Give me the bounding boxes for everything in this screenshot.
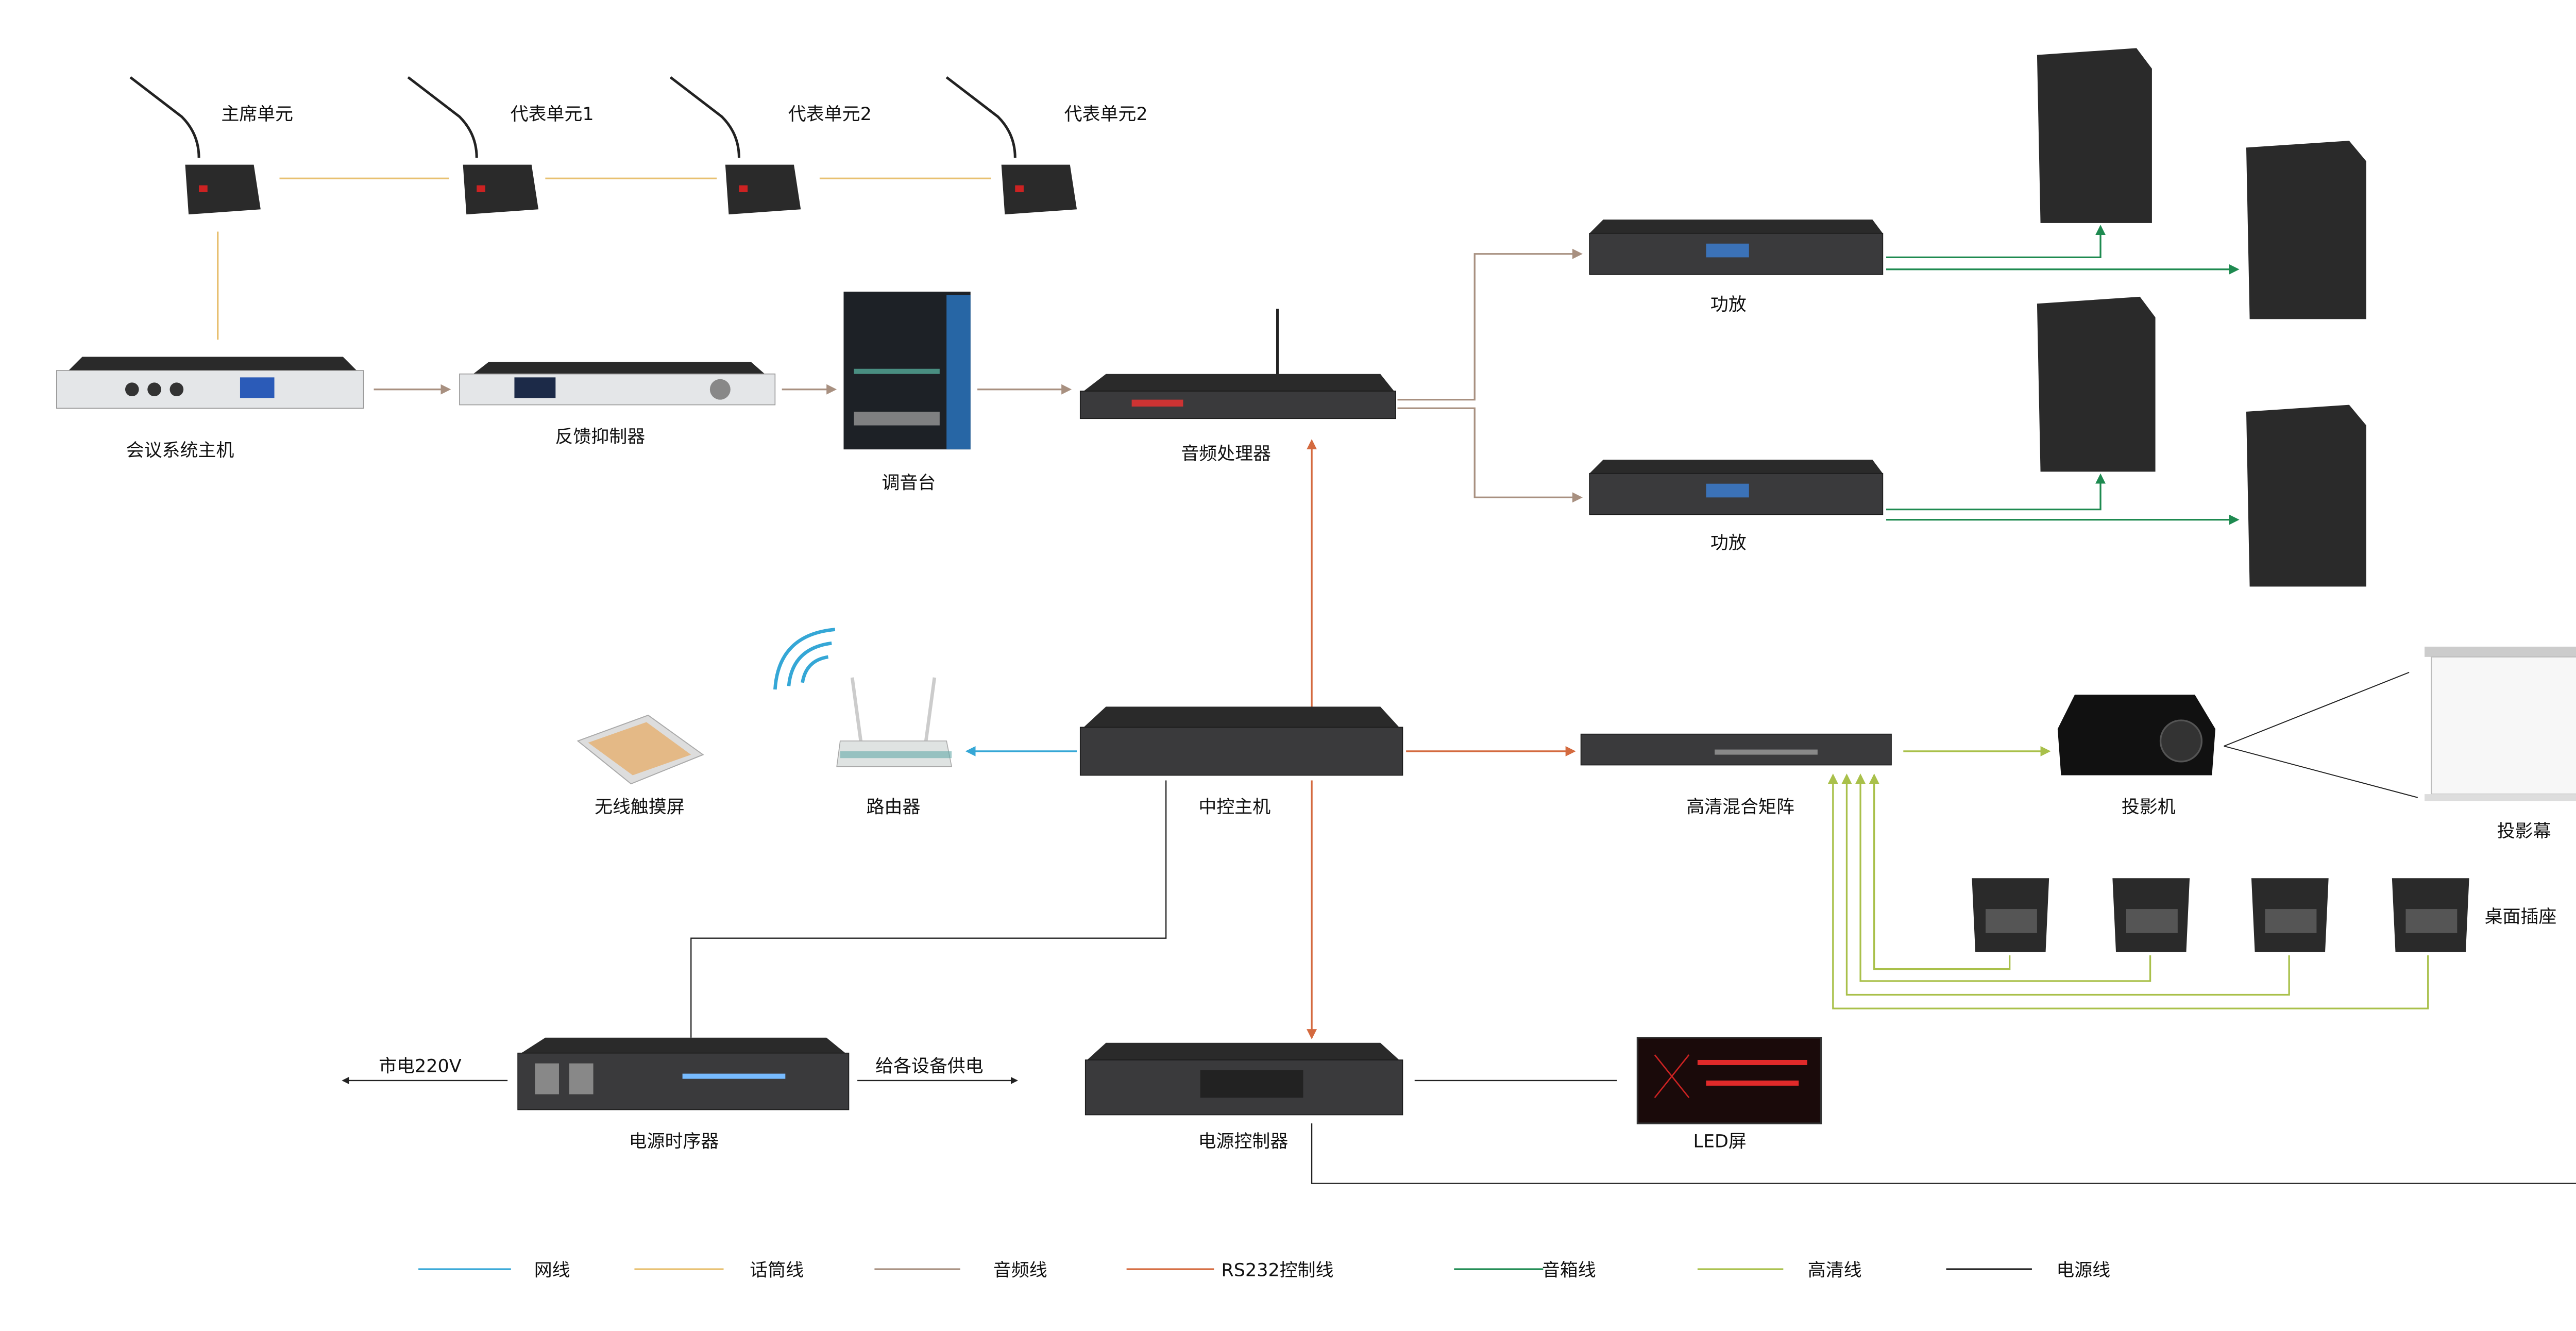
svg-text:音频线: 音频线 <box>993 1260 1047 1281</box>
power-controller[interactable] <box>1084 1042 1403 1116</box>
router[interactable] <box>773 628 953 767</box>
svg-text:电源线: 电源线 <box>2056 1260 2110 1281</box>
svg-text:话筒线: 话筒线 <box>750 1260 804 1281</box>
label-mixer: 调音台 <box>882 473 936 494</box>
label-supply-all: 给各设备供电 <box>875 1056 984 1076</box>
legend: 网线 话筒线 音频线 RS232控制线 音箱线 高清线 电源线 <box>418 1260 2110 1281</box>
legend-rs232: RS232控制线 <box>1126 1260 1334 1281</box>
audio-lines <box>374 248 1583 503</box>
label-mains: 市电220V <box>379 1056 462 1076</box>
speaker-3 <box>2037 296 2156 472</box>
svg-text:音箱线: 音箱线 <box>1542 1260 1596 1281</box>
chair-unit[interactable] <box>129 76 261 215</box>
label-delegate-2: 代表单元2 <box>788 104 872 125</box>
label-projector: 投影机 <box>2122 797 2176 818</box>
microphone-lines <box>217 177 991 340</box>
label-conference-host: 会议系统主机 <box>126 440 234 461</box>
label-power-sequencer: 电源时序器 <box>629 1132 719 1152</box>
power-sequencer[interactable] <box>517 1037 850 1110</box>
power-lines <box>342 780 2576 1184</box>
svg-text:网线: 网线 <box>534 1260 570 1281</box>
projector[interactable] <box>2057 695 2216 776</box>
label-amplifier-2: 功放 <box>1710 533 1747 553</box>
projection-screen[interactable] <box>2425 646 2576 801</box>
hd-lines <box>1827 746 2429 1009</box>
central-control-host[interactable] <box>1079 706 1403 776</box>
label-delegate-1: 代表单元1 <box>511 104 594 125</box>
delegate-unit-1[interactable] <box>407 76 539 215</box>
led-screen[interactable] <box>1636 1037 1822 1124</box>
speaker-1 <box>2037 48 2152 223</box>
speakers <box>2037 48 2366 587</box>
label-feedback-suppressor: 反馈抑制器 <box>555 427 646 447</box>
label-chair-unit: 主席单元 <box>221 104 293 125</box>
wireless-touchscreen[interactable] <box>577 714 704 785</box>
svg-text:高清线: 高清线 <box>1808 1260 1862 1281</box>
rs232-lines <box>1307 439 1576 1040</box>
label-desk-socket: 桌面插座 <box>2485 907 2557 928</box>
legend-speaker: 音箱线 <box>1454 1260 1596 1281</box>
label-power-controller: 电源控制器 <box>1198 1132 1289 1152</box>
label-led-screen: LED屏 <box>1693 1132 1746 1152</box>
label-amplifier-1: 功放 <box>1710 295 1747 315</box>
desk-sockets <box>1972 878 2469 952</box>
connections <box>217 177 2576 1184</box>
mixer[interactable] <box>843 291 971 450</box>
speaker-2 <box>2246 141 2366 319</box>
projection-lines <box>2224 671 2418 798</box>
legend-microphone: 话筒线 <box>634 1260 804 1281</box>
label-router: 路由器 <box>867 797 921 818</box>
label-audio-processor: 音频处理器 <box>1181 444 1271 464</box>
label-wireless-touchscreen: 无线触摸屏 <box>595 797 685 818</box>
audio-processor[interactable] <box>1079 309 1396 419</box>
speaker-4 <box>2246 405 2366 587</box>
legend-hd: 高清线 <box>1697 1260 1862 1281</box>
desk-socket-4[interactable] <box>2392 878 2469 952</box>
hd-matrix[interactable] <box>1580 733 1892 766</box>
speaker-lines <box>1886 225 2240 525</box>
feedback-suppressor[interactable] <box>459 362 776 406</box>
legend-power: 电源线 <box>1946 1260 2110 1281</box>
label-central-control: 中控主机 <box>1198 797 1270 818</box>
desk-socket-2[interactable] <box>2112 878 2190 952</box>
desk-socket-3[interactable] <box>2251 878 2329 952</box>
amplifier-1[interactable] <box>1589 220 1884 275</box>
label-hd-matrix: 高清混合矩阵 <box>1686 797 1794 818</box>
conference-host[interactable] <box>56 357 364 409</box>
label-projection-screen: 投影幕 <box>2497 821 2551 841</box>
legend-network: 网线 <box>418 1260 570 1281</box>
legend-audio: 音频线 <box>874 1260 1047 1281</box>
label-delegate-3: 代表单元2 <box>1064 104 1148 125</box>
amplifier-2[interactable] <box>1589 460 1884 515</box>
microphone-units: 主席单元 代表单元1 代表单元2 代表单元2 <box>129 76 1148 215</box>
delegate-unit-2[interactable] <box>669 76 801 215</box>
delegate-unit-3[interactable] <box>945 76 1077 215</box>
wifi-icon <box>773 628 836 690</box>
desk-socket-1[interactable] <box>1972 878 2049 952</box>
svg-text:RS232控制线: RS232控制线 <box>1222 1260 1334 1281</box>
